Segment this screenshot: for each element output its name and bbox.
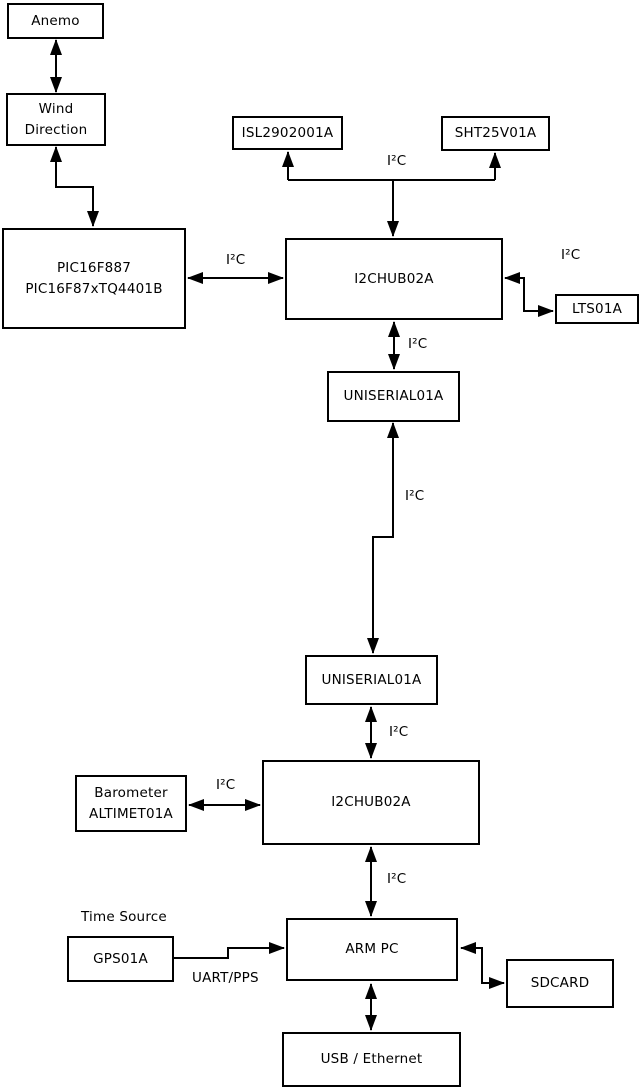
- node-anemometer: Anemo: [7, 3, 104, 39]
- edge-label-i2c-hub-uniserial: I²C: [408, 336, 428, 352]
- edge-uniserial1-uniserial2: [367, 422, 399, 654]
- edge-label-time-source: Time Source: [81, 909, 167, 925]
- edge-label-i2c-bus-top: I²C: [387, 153, 407, 169]
- node-i2c-hub-bottom: I2CHUB02A: [262, 760, 480, 845]
- edge-armpc-sdcard: [460, 942, 505, 989]
- node-sht-sensor: SHT25V01A: [441, 116, 550, 151]
- node-label: ISL2902001A: [241, 124, 334, 141]
- edge-gps-armpc: [174, 942, 285, 959]
- node-pic-microcontroller: PIC16F887 PIC16F87xTQ4401B: [2, 228, 186, 329]
- node-label-line1: Wind: [38, 101, 74, 118]
- node-label: USB / Ethernet: [320, 1051, 423, 1068]
- node-gps: GPS01A: [67, 936, 174, 982]
- node-label: GPS01A: [93, 950, 148, 967]
- node-label-line2: ALTIMET01A: [89, 805, 173, 822]
- node-i2c-hub-top: I2CHUB02A: [285, 238, 503, 320]
- node-sdcard: SDCARD: [506, 959, 614, 1008]
- node-label: LTS01A: [571, 300, 623, 317]
- node-uniserial-bottom: UNISERIAL01A: [305, 655, 438, 705]
- node-label: ARM PC: [345, 941, 399, 958]
- node-barometer: Barometer ALTIMET01A: [75, 775, 187, 832]
- node-usb-ethernet: USB / Ethernet: [282, 1032, 461, 1087]
- edge-label-i2c-pic-hub: I²C: [226, 252, 246, 268]
- node-lts-sensor: LTS01A: [555, 294, 639, 324]
- node-label: Anemo: [31, 12, 80, 29]
- edge-label-i2c-uniserial-hub: I²C: [389, 724, 409, 740]
- edge-winddirection-pic: [50, 146, 99, 227]
- edge-label-i2c-barometer-hub: I²C: [216, 777, 236, 793]
- node-label: I2CHUB02A: [331, 794, 411, 811]
- node-label-line2: Direction: [24, 121, 88, 138]
- node-arm-pc: ARM PC: [286, 918, 458, 981]
- node-uniserial-top: UNISERIAL01A: [327, 371, 460, 422]
- node-label: SHT25V01A: [454, 125, 537, 142]
- node-label-line2: PIC16F87xTQ4401B: [25, 280, 163, 297]
- node-label: SDCARD: [530, 975, 590, 992]
- node-label: UNISERIAL01A: [343, 388, 444, 405]
- node-label-line1: Barometer: [94, 785, 168, 802]
- node-label-line1: PIC16F887: [56, 260, 132, 277]
- edge-label-uart-pps: UART/PPS: [192, 970, 259, 986]
- edge-label-i2c-hub-lts: I²C: [561, 247, 581, 263]
- edge-i2chub1-lts: [504, 272, 554, 317]
- node-wind-direction: Wind Direction: [6, 93, 106, 146]
- edge-label-i2c-hub-armpc: I²C: [387, 871, 407, 887]
- node-label: I2CHUB02A: [354, 270, 434, 287]
- node-label: UNISERIAL01A: [321, 671, 422, 688]
- edge-label-i2c-long-link: I²C: [405, 488, 425, 504]
- node-isl-sensor: ISL2902001A: [232, 116, 343, 150]
